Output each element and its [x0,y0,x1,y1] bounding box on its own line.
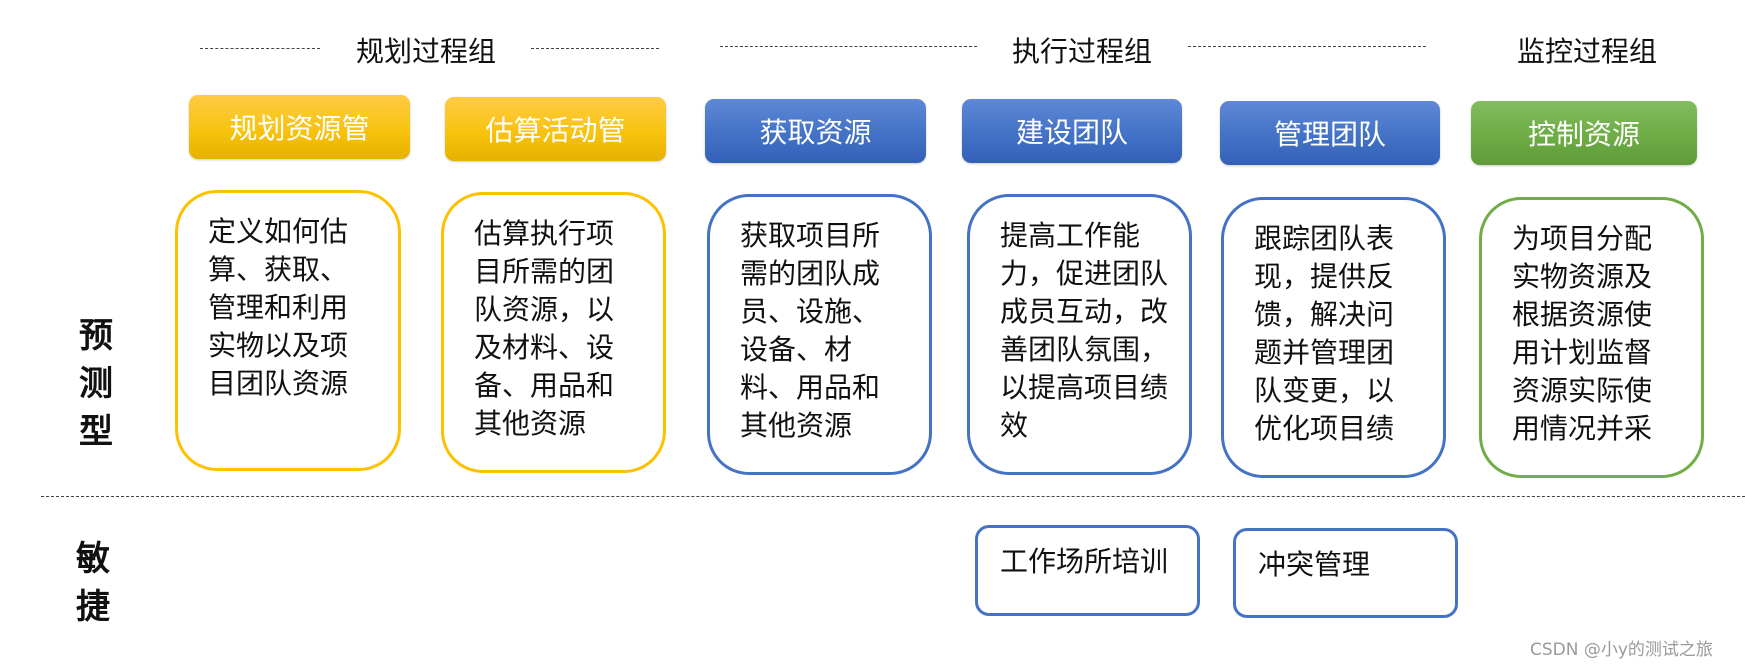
process-header-manage-team: 管理团队 [1220,101,1440,165]
group-divider [1188,46,1426,47]
row-divider [41,496,1745,497]
process-description: 提高工作能力，促进团队成员互动，改善团队氛围，以提高项目绩效 [967,194,1192,475]
process-header-estimate-resource: 估算活动管 [445,97,666,161]
process-header-develop-team: 建设团队 [962,99,1182,163]
agile-item-conflict-management: 冲突管理 [1233,528,1458,618]
row-label-agile: 敏捷 [76,539,110,627]
process-header-control-resource: 控制资源 [1471,101,1697,165]
process-description: 跟踪团队表现，提供反馈，解决问题并管理团队变更，以优化项目绩 [1221,197,1446,478]
process-header-plan-resource: 规划资源管 [189,95,410,159]
process-header-acquire-resource: 获取资源 [705,99,926,163]
group-title-executing: 执行过程组 [1011,35,1153,68]
group-title-monitoring: 监控过程组 [1516,35,1658,68]
process-description: 定义如何估算、获取、管理和利用实物以及项目团队资源 [175,190,401,471]
row-label-predictive: 预测型 [79,316,113,452]
process-description: 估算执行项目所需的团队资源，以及材料、设备、用品和其他资源 [441,192,666,473]
group-title-planning: 规划过程组 [355,35,497,68]
agile-item-workplace-training: 工作场所培训 [975,525,1200,616]
group-divider [200,48,320,49]
group-divider [720,46,977,47]
group-divider [531,48,659,49]
process-description: 为项目分配实物资源及根据资源使用计划监督资源实际使用情况并采 [1479,197,1704,478]
process-description: 获取项目所需的团队成员、设施、设备、材料、用品和其他资源 [707,194,932,475]
watermark: CSDN @小y的测试之旅 [1530,640,1713,660]
